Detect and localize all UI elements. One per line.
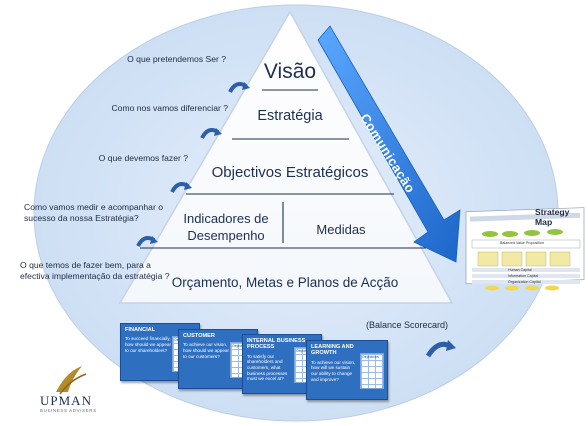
bsc-card-grid: Objectives: [360, 353, 384, 389]
bsc-card-question: To succeed financially, how should we ap…: [125, 336, 171, 353]
level-visao: Visão: [263, 60, 317, 83]
level-objectivos-estrategicos: Objectivos Estratégicos: [211, 164, 369, 181]
bsc-grid-column: Objectives: [232, 344, 249, 348]
upman-logo-name: UPMAN: [40, 393, 92, 408]
curved-arrow-icon: [200, 128, 222, 139]
curved-arrow-icon: [136, 236, 158, 247]
bsc-grid-column: Objectives: [296, 349, 313, 353]
bsc-card-heading: FINANCIAL: [125, 327, 156, 333]
level-orcamento-metas: Orçamento, Metas e Planos de Acção: [171, 275, 399, 290]
curved-arrow-icon: [425, 340, 456, 358]
bsc-card-heading: INTERNAL BUSINESS PROCESS: [247, 338, 306, 351]
question-diferenciar: Como nos vamos diferenciar ?: [111, 103, 228, 113]
bsc-card-learning-growth: LEARNING AND GROWTH To achieve our visio…: [306, 340, 388, 400]
comunicacao-arrow: [317, 25, 461, 263]
level-indicadores-de-desempenho: Indicadores de Desempenho: [183, 211, 269, 243]
question-ser: O que pretendemos Ser ?: [127, 54, 226, 64]
pyramid-shape: [118, 10, 454, 304]
bsc-card-question: To achieve our vision, how should we app…: [183, 342, 229, 359]
bsc-card-heading: CUSTOMER: [183, 333, 215, 339]
bsc-grid-column: Objectives: [362, 355, 379, 359]
strategy-map-label: Balanced Value Proposition: [500, 241, 544, 245]
curved-arrow-icon: [228, 82, 250, 93]
upman-logo-tagline: BUSINESS ADVISERS: [40, 408, 97, 413]
question-medir: Como vamos medir e acompanhar o sucesso …: [24, 202, 163, 223]
bsc-card-question: To satisfy our shareholders and customer…: [247, 353, 288, 382]
level-medidas: Medidas: [316, 222, 366, 237]
bsc-card-heading: LEARNING AND GROWTH: [311, 344, 354, 357]
strategy-map-title: Strategy Map: [535, 207, 570, 227]
question-implementacao: O que temos de fazer bem, para a efectiv…: [20, 260, 170, 281]
question-fazer: O que devemos fazer ?: [98, 153, 188, 163]
balance-scorecard-label: (Balance Scorecard): [366, 320, 449, 330]
bsc-card-question: To achieve our vision, how will we susta…: [311, 359, 356, 382]
curved-arrow-icon: [170, 182, 192, 193]
strategy-map-label: Information Capital: [508, 274, 539, 278]
strategy-map-label: Organization Capital: [508, 280, 541, 284]
level-estrategia: Estratégia: [257, 108, 323, 124]
strategy-map-label: Human Capital: [508, 268, 532, 272]
strategy-map-panel: [465, 207, 585, 291]
upman-logo-mark: [56, 366, 87, 395]
